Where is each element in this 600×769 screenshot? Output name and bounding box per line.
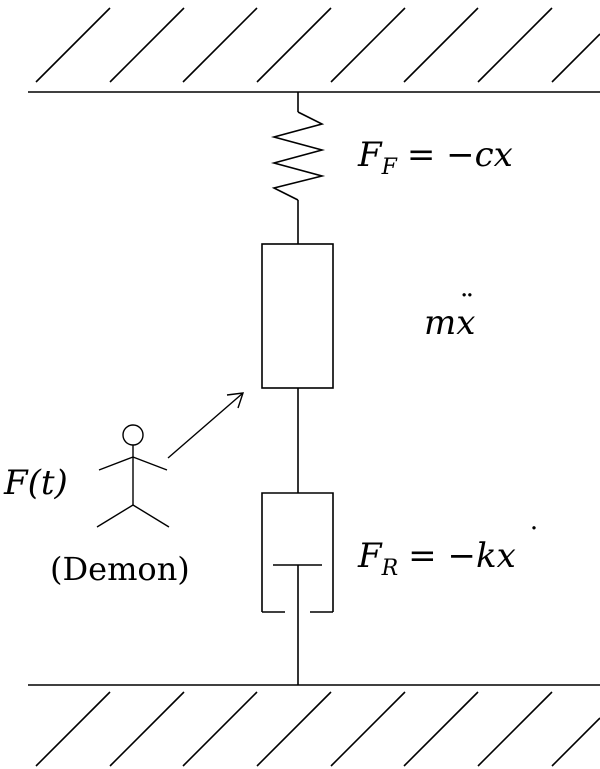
damper	[261, 492, 334, 685]
top-wall-hatching	[35, 7, 600, 83]
top-wall	[28, 7, 600, 93]
damper-force-accent: ˙	[527, 522, 542, 557]
demon-label: (Demon)	[50, 550, 190, 588]
force-arrow	[167, 392, 245, 459]
bottom-wall	[28, 684, 600, 767]
damper-force-label: FR= −kx	[357, 536, 516, 581]
inertia-accent: ¨	[460, 289, 475, 324]
demon-head	[122, 424, 144, 446]
applied-force-label: F(t)	[3, 463, 68, 503]
inertia-label: mx	[424, 303, 475, 343]
demon-left-leg	[96, 504, 134, 528]
demon-left-arm	[98, 456, 134, 471]
spring-coil	[270, 111, 326, 201]
bottom-wall-hatching	[35, 691, 600, 767]
mass-block	[261, 243, 334, 389]
force-arrowhead	[226, 392, 245, 409]
damper-cylinder	[261, 492, 334, 612]
demon-right-arm	[132, 456, 168, 471]
demon-right-leg	[132, 504, 170, 528]
demon-figure	[96, 424, 170, 528]
spring-force-label: FF= −cx	[357, 135, 513, 180]
spring	[270, 92, 326, 244]
